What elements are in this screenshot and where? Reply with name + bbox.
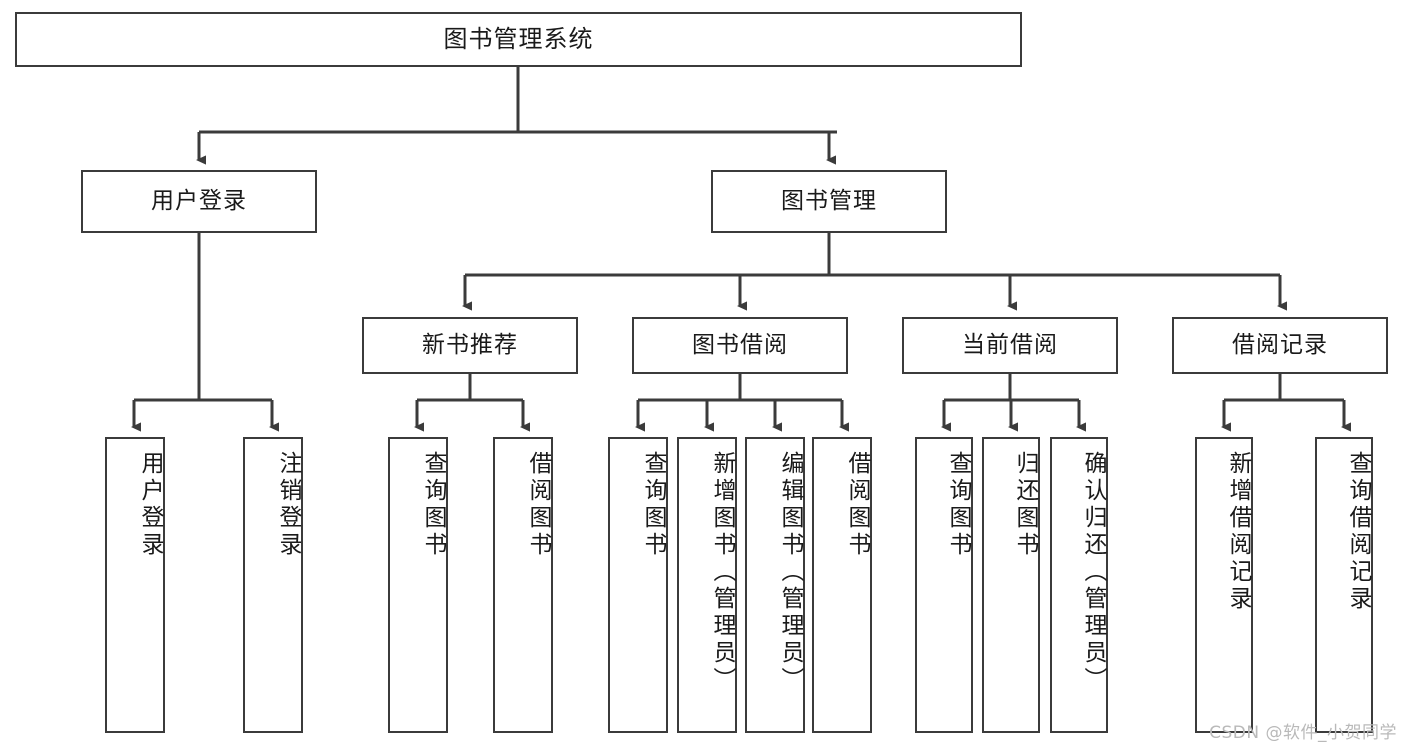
- leaf-book-borrow-query[interactable]: 查询图书: [608, 437, 668, 733]
- leaf-current-borrow-confirm-return[interactable]: 确认归还（管理员）: [1050, 437, 1108, 733]
- leaf-book-borrow-edit[interactable]: 编辑图书（管理员）: [745, 437, 805, 733]
- node-borrow-record[interactable]: 借阅记录: [1172, 317, 1388, 374]
- leaf-new-book-borrow[interactable]: 借阅图书: [493, 437, 553, 733]
- node-user-login[interactable]: 用户登录: [81, 170, 317, 233]
- leaf-user-login-logout[interactable]: 注销登录: [243, 437, 303, 733]
- leaf-borrow-record-add[interactable]: 新增借阅记录: [1195, 437, 1253, 733]
- leaf-new-book-query[interactable]: 查询图书: [388, 437, 448, 733]
- leaf-current-borrow-return[interactable]: 归还图书: [982, 437, 1040, 733]
- node-current-borrow[interactable]: 当前借阅: [902, 317, 1118, 374]
- leaf-book-borrow-add[interactable]: 新增图书（管理员）: [677, 437, 737, 733]
- leaf-borrow-record-query[interactable]: 查询借阅记录: [1315, 437, 1373, 733]
- node-root-system[interactable]: 图书管理系统: [15, 12, 1022, 67]
- leaf-user-login-login[interactable]: 用户登录: [105, 437, 165, 733]
- node-book-borrow[interactable]: 图书借阅: [632, 317, 848, 374]
- leaf-book-borrow-borrow[interactable]: 借阅图书: [812, 437, 872, 733]
- csdn-watermark: CSDN @软件_小贺同学: [1209, 723, 1397, 743]
- leaf-current-borrow-query[interactable]: 查询图书: [915, 437, 973, 733]
- node-new-book-recommend[interactable]: 新书推荐: [362, 317, 578, 374]
- node-book-management[interactable]: 图书管理: [711, 170, 947, 233]
